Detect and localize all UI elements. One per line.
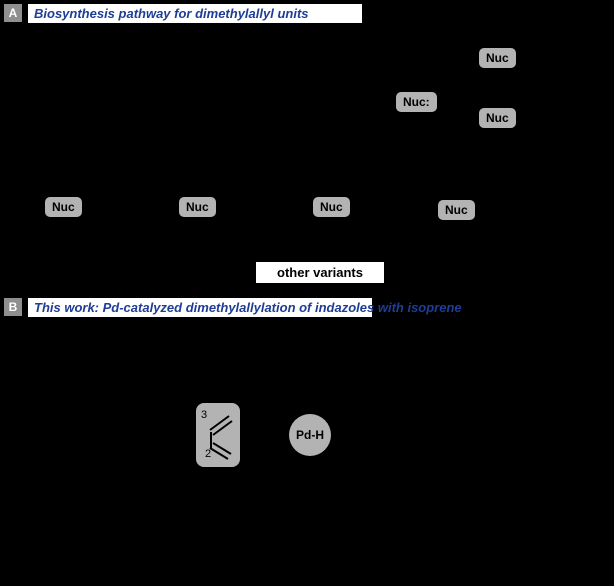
nuc-chip: Nuc [313,197,350,217]
isoprene-position-3-label: 3 [201,409,208,421]
nuc-chip: Nuc [45,197,82,217]
pd-h-catalyst-badge: Pd-H [289,414,331,456]
panel-b-label: B [4,298,22,316]
panel-a-title: Biosynthesis pathway for dimethylallyl u… [34,6,309,21]
nuc-chip: Nuc: [396,92,437,112]
nuc-chip: Nuc [179,197,216,217]
isoprene-structure-box: 3 2 [196,403,240,467]
panel-b-title: This work: Pd-catalyzed dimethylallylati… [34,300,462,315]
panel-a-label: A [4,4,22,22]
nuc-chip: Nuc [479,48,516,68]
nuc-chip: Nuc [438,200,475,220]
isoprene-position-2-label: 2 [205,448,212,460]
other-variants-label: other variants [256,262,384,283]
panel-a-title-highlight [28,4,362,23]
panel-b-title-highlight [28,298,372,317]
isoprene-skeletal-structure [209,415,233,460]
nuc-chip: Nuc [479,108,516,128]
